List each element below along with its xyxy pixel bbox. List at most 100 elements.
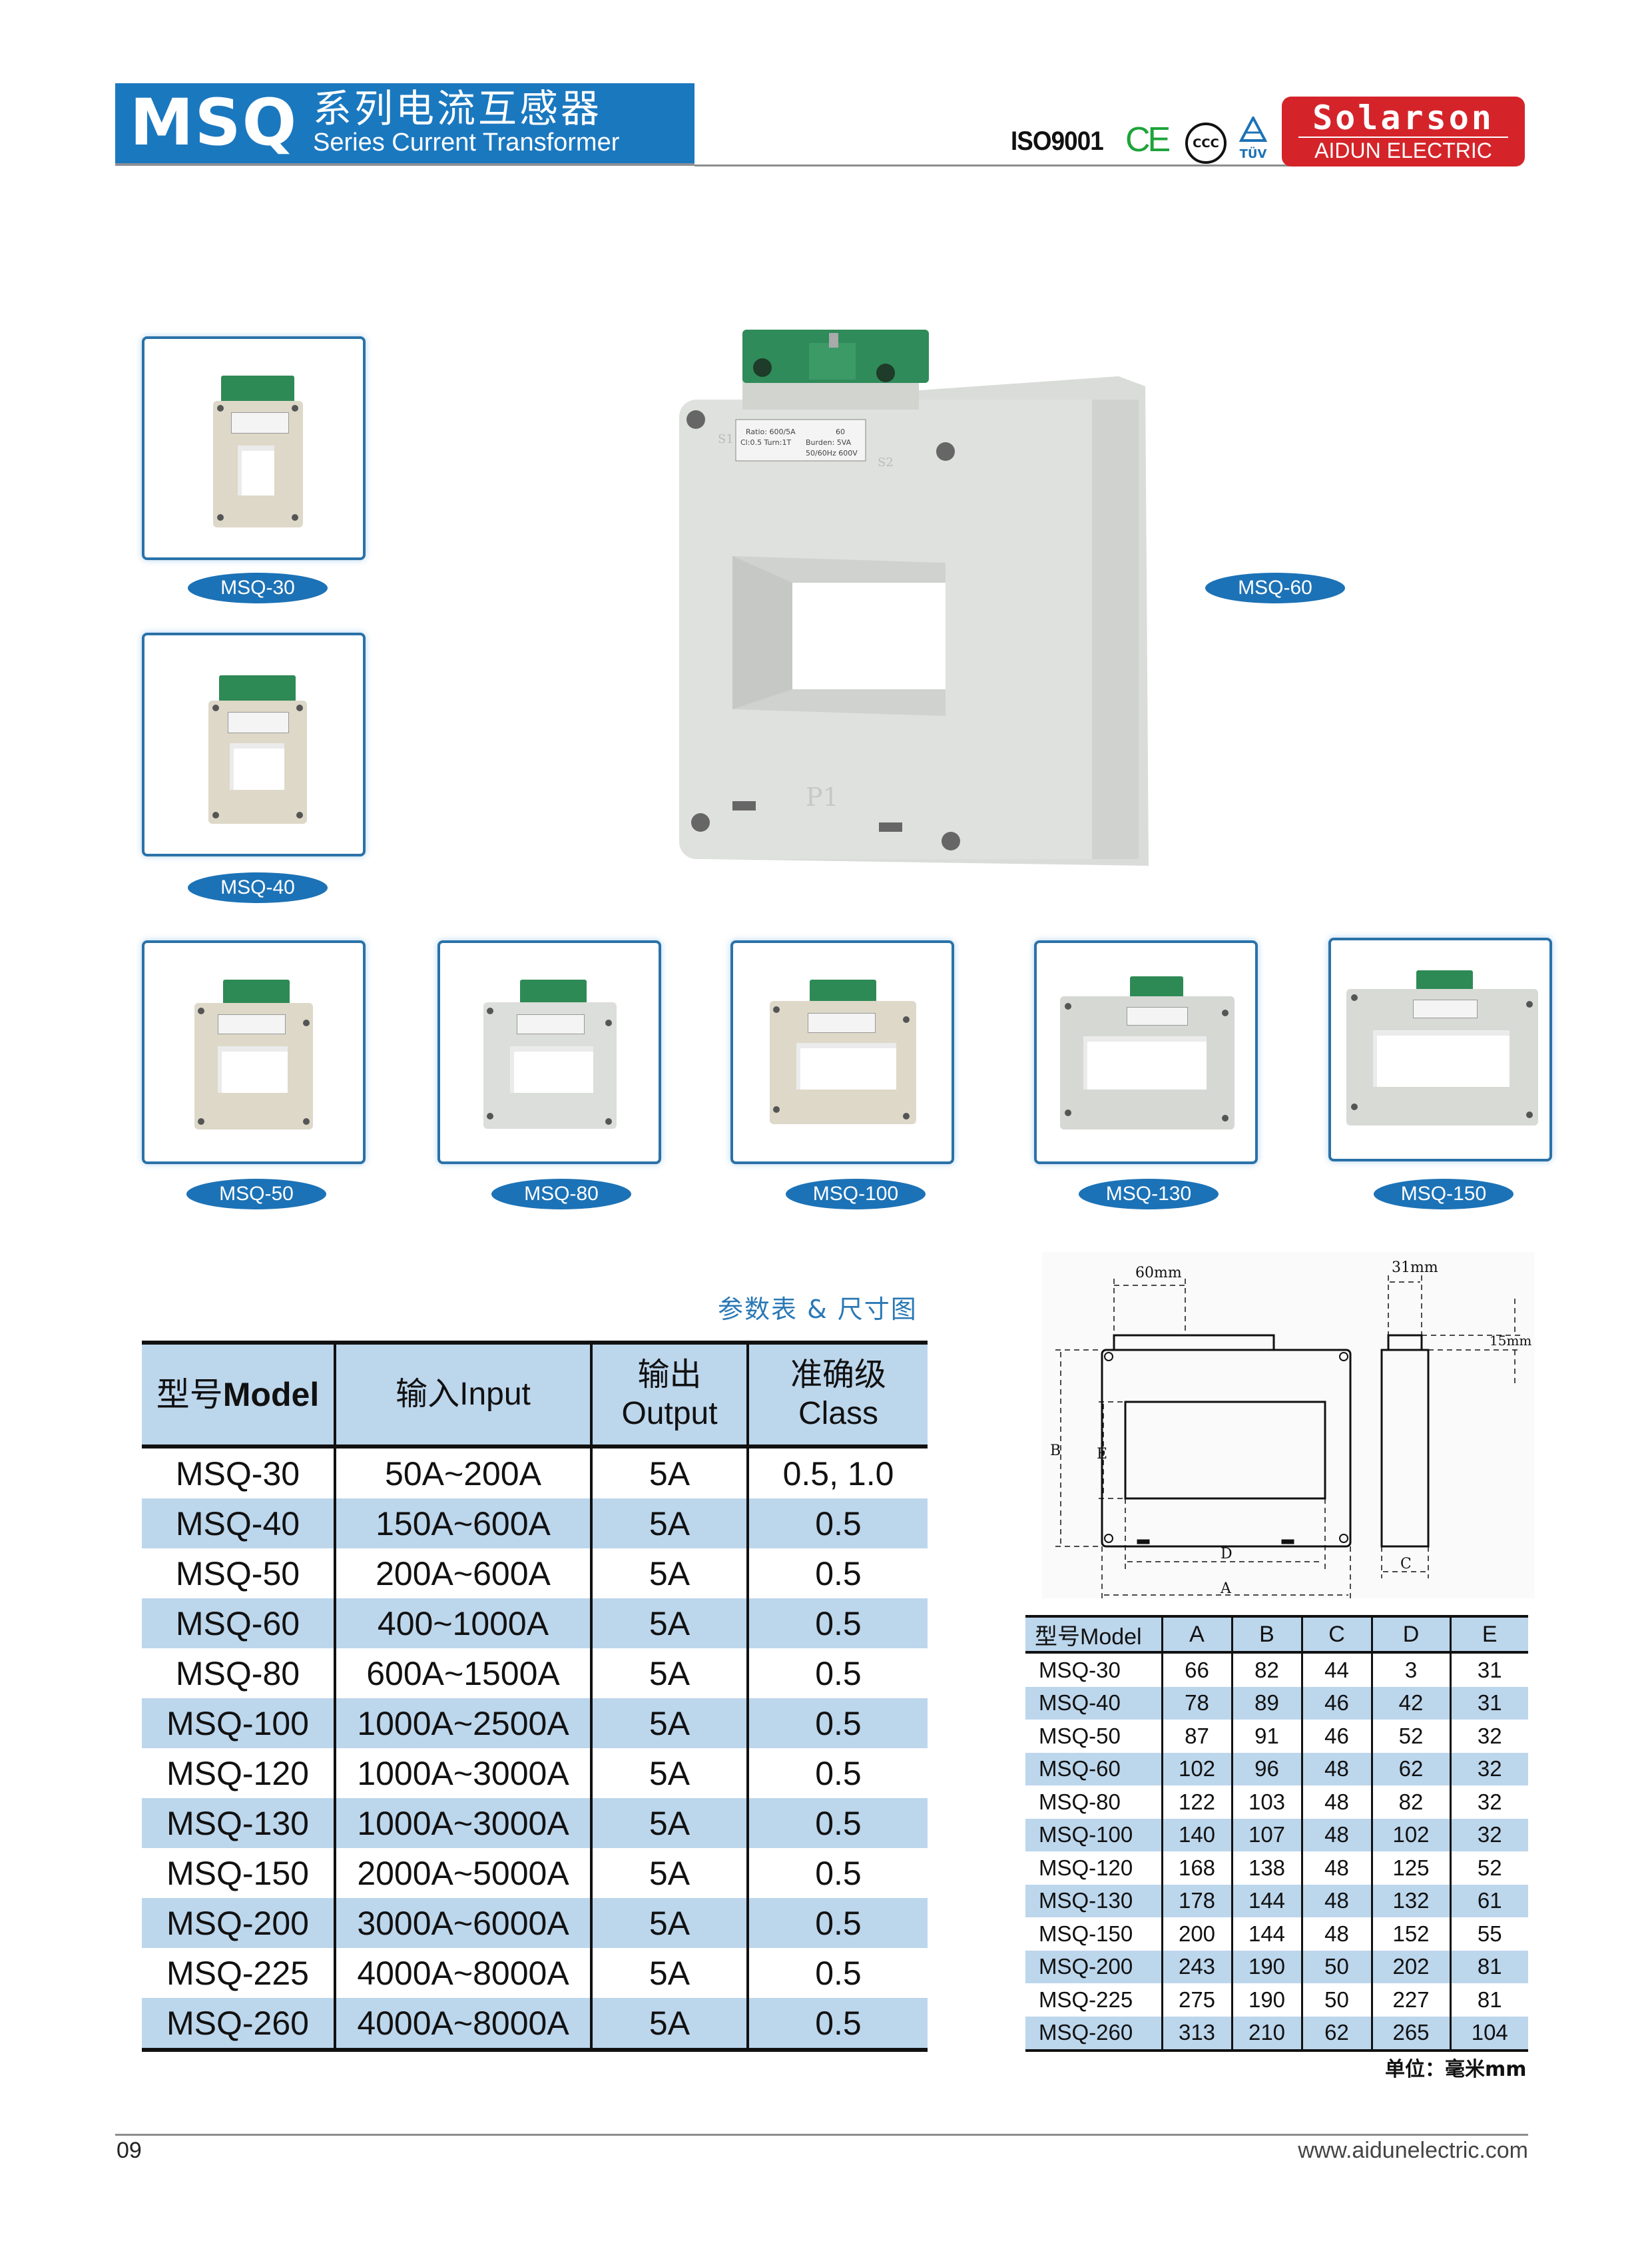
ct-msq-60-illustration: Ratio: 600/5A 60 Cl:0.5 Turn:1T Burden: … xyxy=(679,330,1149,866)
product-tile-msq-80 xyxy=(437,940,661,1164)
product-tile-msq-150 xyxy=(1328,938,1552,1161)
product-label-msq-130: MSQ-130 xyxy=(1079,1179,1219,1209)
cell-d: 152 xyxy=(1370,1917,1450,1951)
svg-text:31mm: 31mm xyxy=(1392,1259,1438,1276)
svg-text:C: C xyxy=(1400,1556,1412,1572)
brand-subtitle: AIDUN ELECTRIC xyxy=(1314,139,1492,162)
cell-a: 243 xyxy=(1161,1950,1232,1983)
page-number: 09 xyxy=(117,2138,142,2163)
website-link[interactable]: www.aidunelectric.com xyxy=(1298,2138,1528,2163)
cell-model: MSQ-225 xyxy=(166,1954,309,1992)
svg-text:A: A xyxy=(1220,1580,1232,1597)
cell-class: 0.5, 1.0 xyxy=(746,1446,928,1498)
cell-d: 227 xyxy=(1370,1983,1450,2017)
product-label-msq-30: MSQ-30 xyxy=(188,573,328,603)
cell-output: 5A xyxy=(590,1598,748,1648)
cell-input: 4000A~8000A xyxy=(334,1998,591,2052)
svg-text:S2: S2 xyxy=(878,456,894,470)
cell-input: 1000A~3000A xyxy=(334,1748,591,1798)
cell-class: 0.5 xyxy=(746,1598,928,1648)
svg-text:60mm: 60mm xyxy=(1135,1265,1182,1281)
cell-model: MSQ-150 xyxy=(1039,1921,1133,1946)
cell-model: MSQ-80 xyxy=(1039,1789,1121,1814)
cell-e: 32 xyxy=(1449,1752,1528,1785)
cell-input: 4000A~8000A xyxy=(334,1948,591,1998)
ccc-mark-icon: CCC xyxy=(1185,123,1227,164)
ct-illustration xyxy=(208,376,308,529)
tuv-mark-icon: TÜV xyxy=(1239,117,1268,161)
cell-b: 190 xyxy=(1231,1950,1302,1983)
cell-d: 82 xyxy=(1370,1785,1450,1819)
section-title: 参数表 & 尺寸图 xyxy=(718,1295,918,1324)
cell-e: 104 xyxy=(1449,2016,1528,2052)
cell-c: 48 xyxy=(1300,1884,1372,1917)
cell-c: 46 xyxy=(1300,1720,1372,1753)
cell-output: 5A xyxy=(590,1848,748,1898)
cell-output: 5A xyxy=(590,1798,748,1848)
ct-illustration xyxy=(1343,970,1543,1133)
cell-e: 55 xyxy=(1449,1917,1528,1951)
cell-e: 31 xyxy=(1449,1652,1528,1687)
cell-input: 400~1000A xyxy=(334,1598,591,1648)
cell-e: 32 xyxy=(1449,1785,1528,1819)
cell-d: 265 xyxy=(1370,2016,1450,2052)
cell-c: 48 xyxy=(1300,1917,1372,1951)
cell-e: 81 xyxy=(1449,1983,1528,2017)
cell-a: 140 xyxy=(1161,1818,1232,1851)
cell-model: MSQ-120 xyxy=(1039,1855,1133,1880)
ct-illustration xyxy=(191,980,318,1133)
cell-c: 48 xyxy=(1300,1752,1372,1785)
cell-model: MSQ-200 xyxy=(1025,1950,1162,1983)
cell-input: 600A~1500A xyxy=(334,1648,591,1698)
cell-a: 178 xyxy=(1161,1884,1232,1917)
dimension-drawing: 60mm 31mm 15mm B E D A C xyxy=(1042,1252,1535,1598)
header-e: E xyxy=(1449,1615,1528,1654)
unit-label: 单位：毫米mm xyxy=(1385,2058,1527,2081)
brand-name: Solarson xyxy=(1312,99,1494,137)
cell-output: 5A xyxy=(590,1648,748,1698)
product-tile-msq-30 xyxy=(142,336,366,560)
svg-text:Ratio: 600/5A: Ratio: 600/5A xyxy=(746,428,796,436)
cell-input: 50A~200A xyxy=(334,1446,591,1498)
header-b: B xyxy=(1231,1615,1302,1654)
cell-d: 42 xyxy=(1370,1686,1450,1720)
cell-c: 46 xyxy=(1300,1686,1372,1720)
svg-text:P1: P1 xyxy=(806,783,839,812)
cell-e: 61 xyxy=(1449,1884,1528,1917)
cell-model: MSQ-200 xyxy=(142,1898,335,1948)
cell-input: 2000A~5000A xyxy=(334,1848,591,1898)
cell-a: 313 xyxy=(1161,2016,1232,2052)
header-input: 输入Input xyxy=(334,1341,591,1448)
svg-text:B: B xyxy=(1050,1442,1061,1459)
cell-class: 0.5 xyxy=(746,1898,928,1948)
cell-model: MSQ-225 xyxy=(1039,1987,1133,2012)
header-d: D xyxy=(1370,1615,1450,1654)
cell-output: 5A xyxy=(590,1898,748,1948)
cell-input: 150A~600A xyxy=(334,1498,591,1548)
cell-a: 87 xyxy=(1161,1720,1232,1753)
svg-text:50/60Hz 600V: 50/60Hz 600V xyxy=(806,449,858,458)
cell-e: 81 xyxy=(1449,1950,1528,1983)
cell-model: MSQ-60 xyxy=(142,1598,335,1648)
cell-e: 32 xyxy=(1449,1720,1528,1753)
cell-class: 0.5 xyxy=(746,1698,928,1748)
header-c: C xyxy=(1300,1615,1372,1654)
cell-b: 91 xyxy=(1231,1720,1302,1753)
cell-output: 5A xyxy=(590,1948,748,1998)
cell-c: 50 xyxy=(1300,1983,1372,2017)
